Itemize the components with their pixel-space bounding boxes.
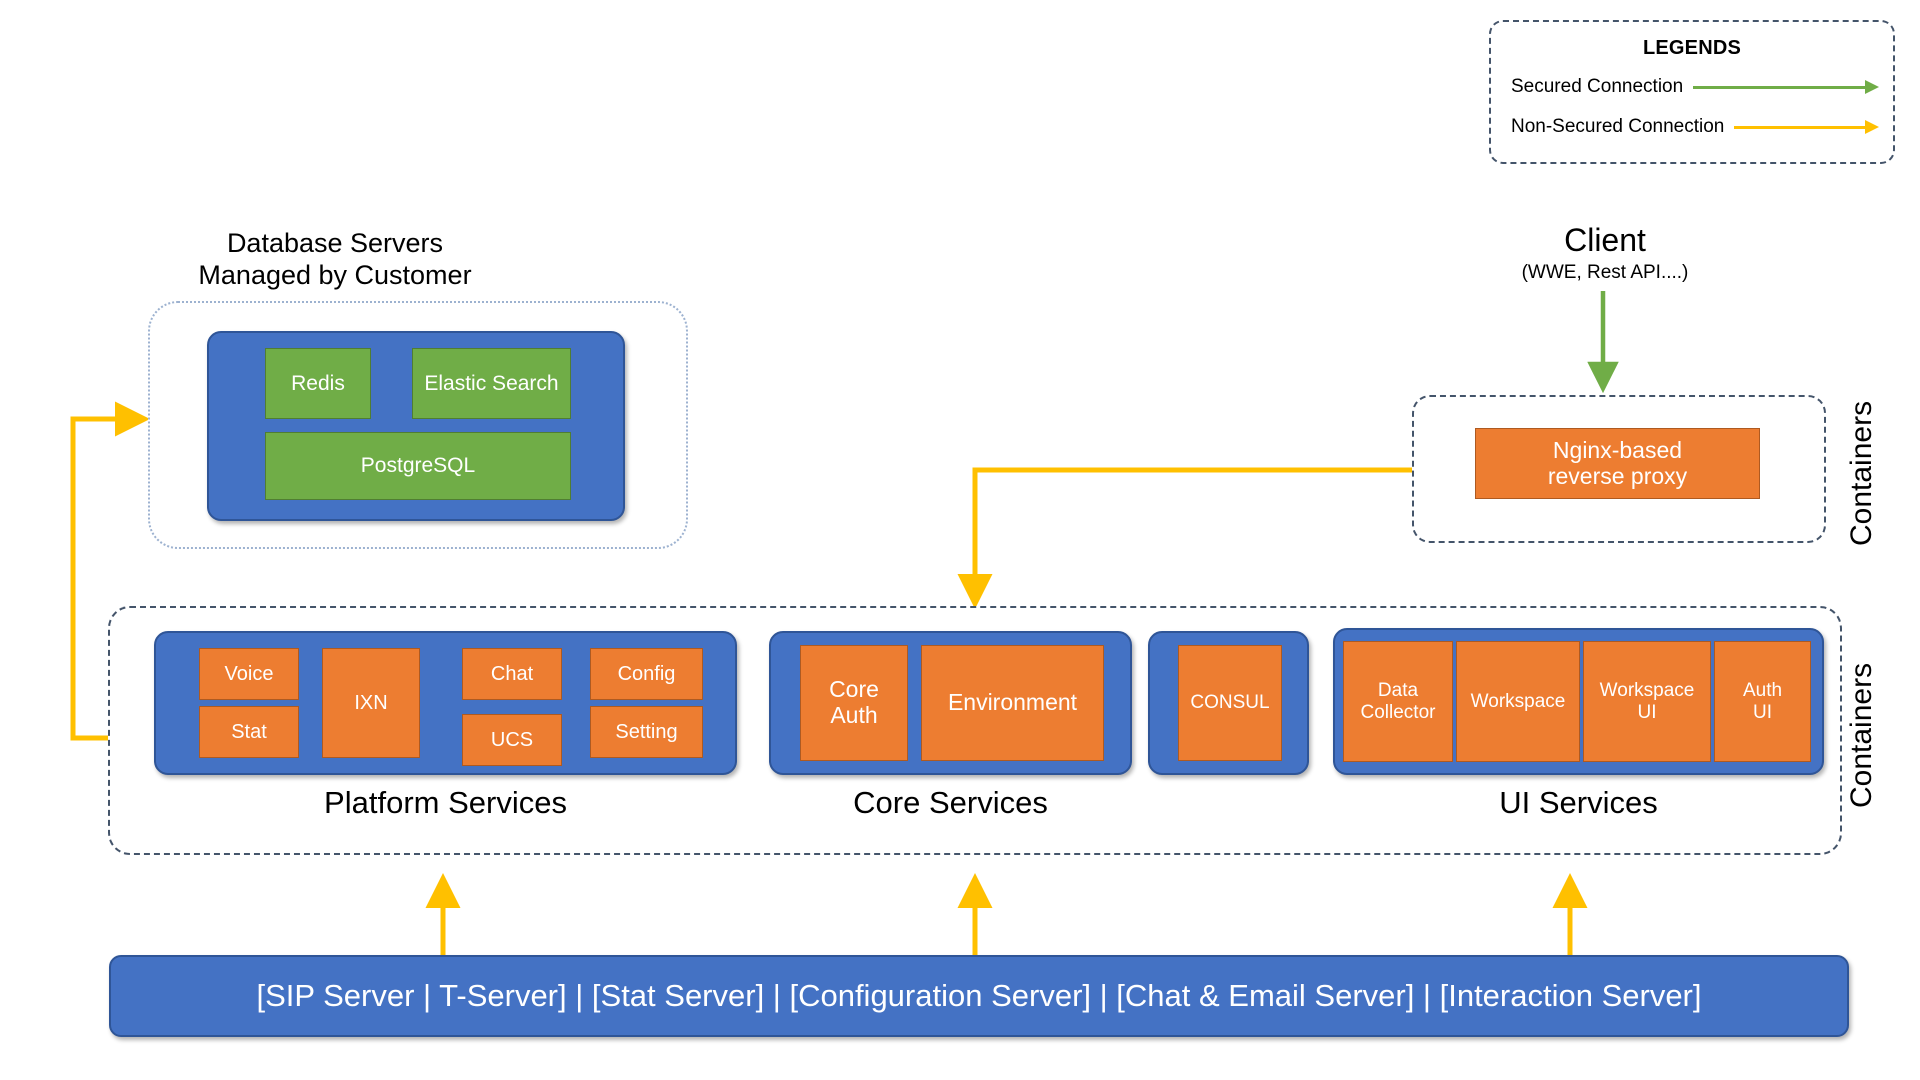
legend-item-secured: Secured Connection [1511, 74, 1879, 100]
server-bar[interactable]: [SIP Server | T-Server] | [Stat Server] … [109, 955, 1849, 1037]
platform-node-voice[interactable]: Voice [199, 648, 299, 700]
db-node-redis[interactable]: Redis [265, 348, 371, 419]
platform-node-config[interactable]: Config [590, 648, 703, 700]
database-servers-caption: Database Servers Managed by Customer [198, 228, 472, 290]
core-node-environment[interactable]: Environment [921, 645, 1104, 761]
platform-node-ucs[interactable]: UCS [462, 714, 562, 766]
platform-node-ixn[interactable]: IXN [322, 648, 420, 758]
consul-node[interactable]: CONSUL [1178, 645, 1282, 761]
client-title: Client [1564, 222, 1646, 258]
db-node-elastic-search[interactable]: Elastic Search [412, 348, 571, 419]
legend-box: LEGENDS Secured Connection Non-Secured C… [1489, 20, 1895, 164]
db-node-postgresql[interactable]: PostgreSQL [265, 432, 571, 500]
ui-services-caption: UI Services [1499, 785, 1658, 820]
legend-secured-arrow-icon [1693, 80, 1879, 94]
platform-services-caption: Platform Services [324, 785, 567, 820]
wire-proxy-to-services [957, 467, 1412, 609]
server-bar-label: [SIP Server | T-Server] | [Stat Server] … [256, 978, 1702, 1013]
legend-item-non-secured-label: Non-Secured Connection [1511, 116, 1725, 137]
client-subtitle: (WWE, Rest API....) [1521, 262, 1689, 283]
containers-label-proxy: Containers [1845, 400, 1878, 546]
ui-node-data-collector[interactable]: Data Collector [1343, 641, 1453, 762]
platform-node-stat[interactable]: Stat [199, 706, 299, 758]
nginx-reverse-proxy-node[interactable]: Nginx-based reverse proxy [1475, 428, 1760, 499]
ui-node-auth-ui[interactable]: Auth UI [1714, 641, 1811, 762]
ui-node-workspace[interactable]: Workspace [1456, 641, 1580, 762]
core-node-core-auth[interactable]: Core Auth [800, 645, 908, 761]
ui-node-workspace-ui[interactable]: Workspace UI [1583, 641, 1711, 762]
platform-node-setting[interactable]: Setting [590, 706, 703, 758]
legend-item-non-secured: Non-Secured Connection [1511, 114, 1879, 140]
containers-label-services: Containers [1845, 662, 1878, 808]
legend-non-secured-arrow-icon [1734, 120, 1879, 134]
core-services-caption: Core Services [853, 785, 1048, 820]
legend-title: LEGENDS [1642, 37, 1742, 59]
platform-node-chat[interactable]: Chat [462, 648, 562, 700]
legend-item-secured-label: Secured Connection [1511, 76, 1684, 97]
